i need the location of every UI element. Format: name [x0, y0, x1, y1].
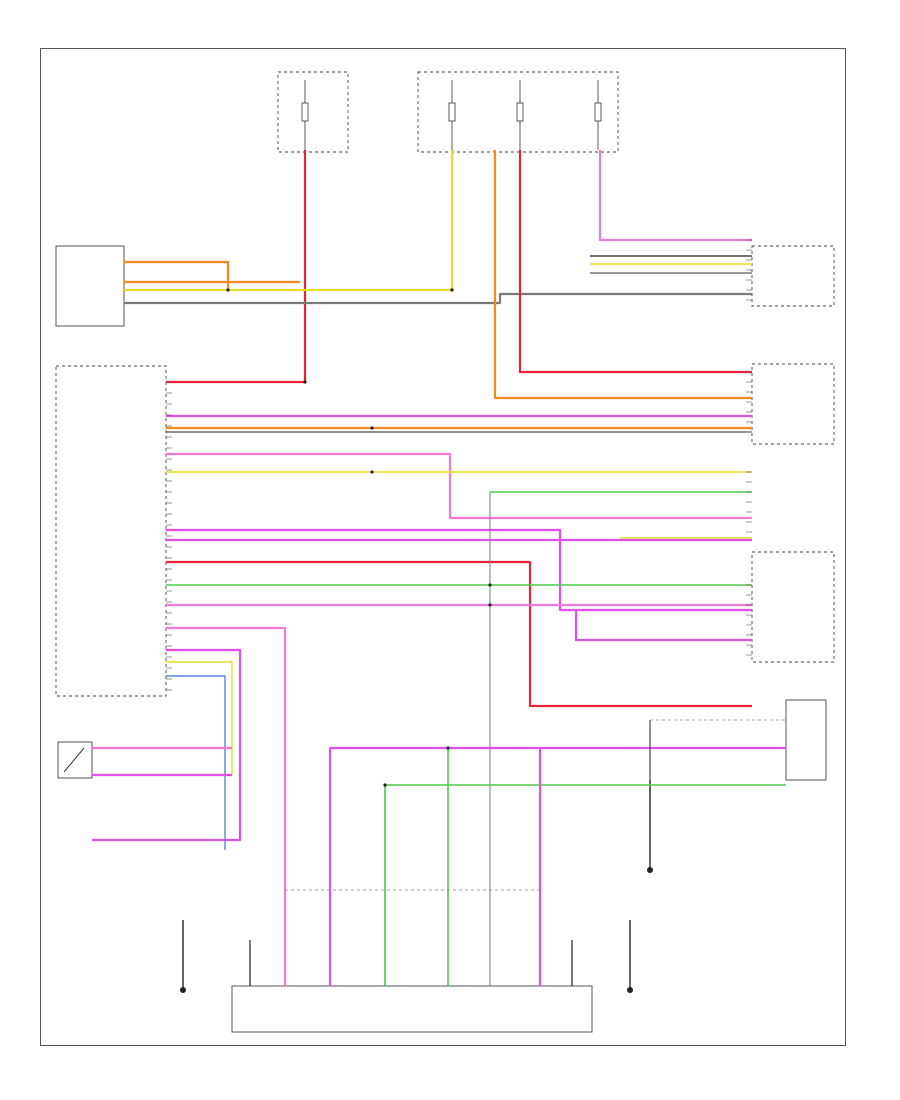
- ground-point-1: [627, 987, 633, 993]
- wire-red-left: [166, 150, 307, 384]
- door-lock-switch-box: [55, 245, 125, 327]
- diagram-frame: [40, 48, 846, 1046]
- fuse-element-3: [594, 102, 602, 122]
- wire-red-3: [166, 560, 752, 708]
- passenger-door-module-box: [751, 245, 835, 307]
- rear-door-switch-box: [57, 741, 93, 779]
- liftgate-module-box: [751, 551, 835, 663]
- wire-pink-right: [598, 150, 752, 242]
- ground-point-2: [647, 867, 653, 873]
- ground-point-0: [180, 987, 186, 993]
- wire-yellow-4: [166, 661, 233, 775]
- wire-magenta-3: [166, 528, 752, 612]
- wire-pink-2: [166, 452, 752, 520]
- wire-red-right: [518, 150, 752, 374]
- fuse-element-2: [516, 102, 524, 122]
- splice-1: [450, 288, 454, 292]
- wire-magenta-5: [92, 648, 242, 842]
- fuse-box-left: [277, 71, 349, 153]
- body-control-module-box: [55, 365, 167, 697]
- wire-yellow: [124, 150, 454, 292]
- wire-blue: [166, 675, 226, 850]
- wire-gray-switch: [124, 292, 752, 305]
- wire-orange-right: [493, 150, 752, 400]
- splice-6: [488, 603, 492, 607]
- splice-2: [303, 380, 307, 384]
- wire-magenta-10: [574, 610, 752, 642]
- rear-lock-motors-box: [231, 985, 593, 1033]
- fuse-element-1: [448, 102, 456, 122]
- fuse-element-0: [301, 102, 309, 122]
- wire-orange-switch-a: [124, 260, 230, 290]
- driver-door-module-box: [751, 363, 835, 445]
- splice-4: [370, 470, 374, 474]
- liftgate-ajar-switch-box: [785, 699, 827, 781]
- fuse-box-center: [417, 71, 619, 153]
- splice-0: [226, 288, 230, 292]
- rear-door-switch-contact: [63, 747, 85, 773]
- wire-pink-5: [166, 626, 287, 986]
- splice-8: [383, 783, 387, 787]
- splice-5: [488, 583, 492, 587]
- splice-7: [446, 746, 450, 750]
- splice-3: [370, 426, 374, 430]
